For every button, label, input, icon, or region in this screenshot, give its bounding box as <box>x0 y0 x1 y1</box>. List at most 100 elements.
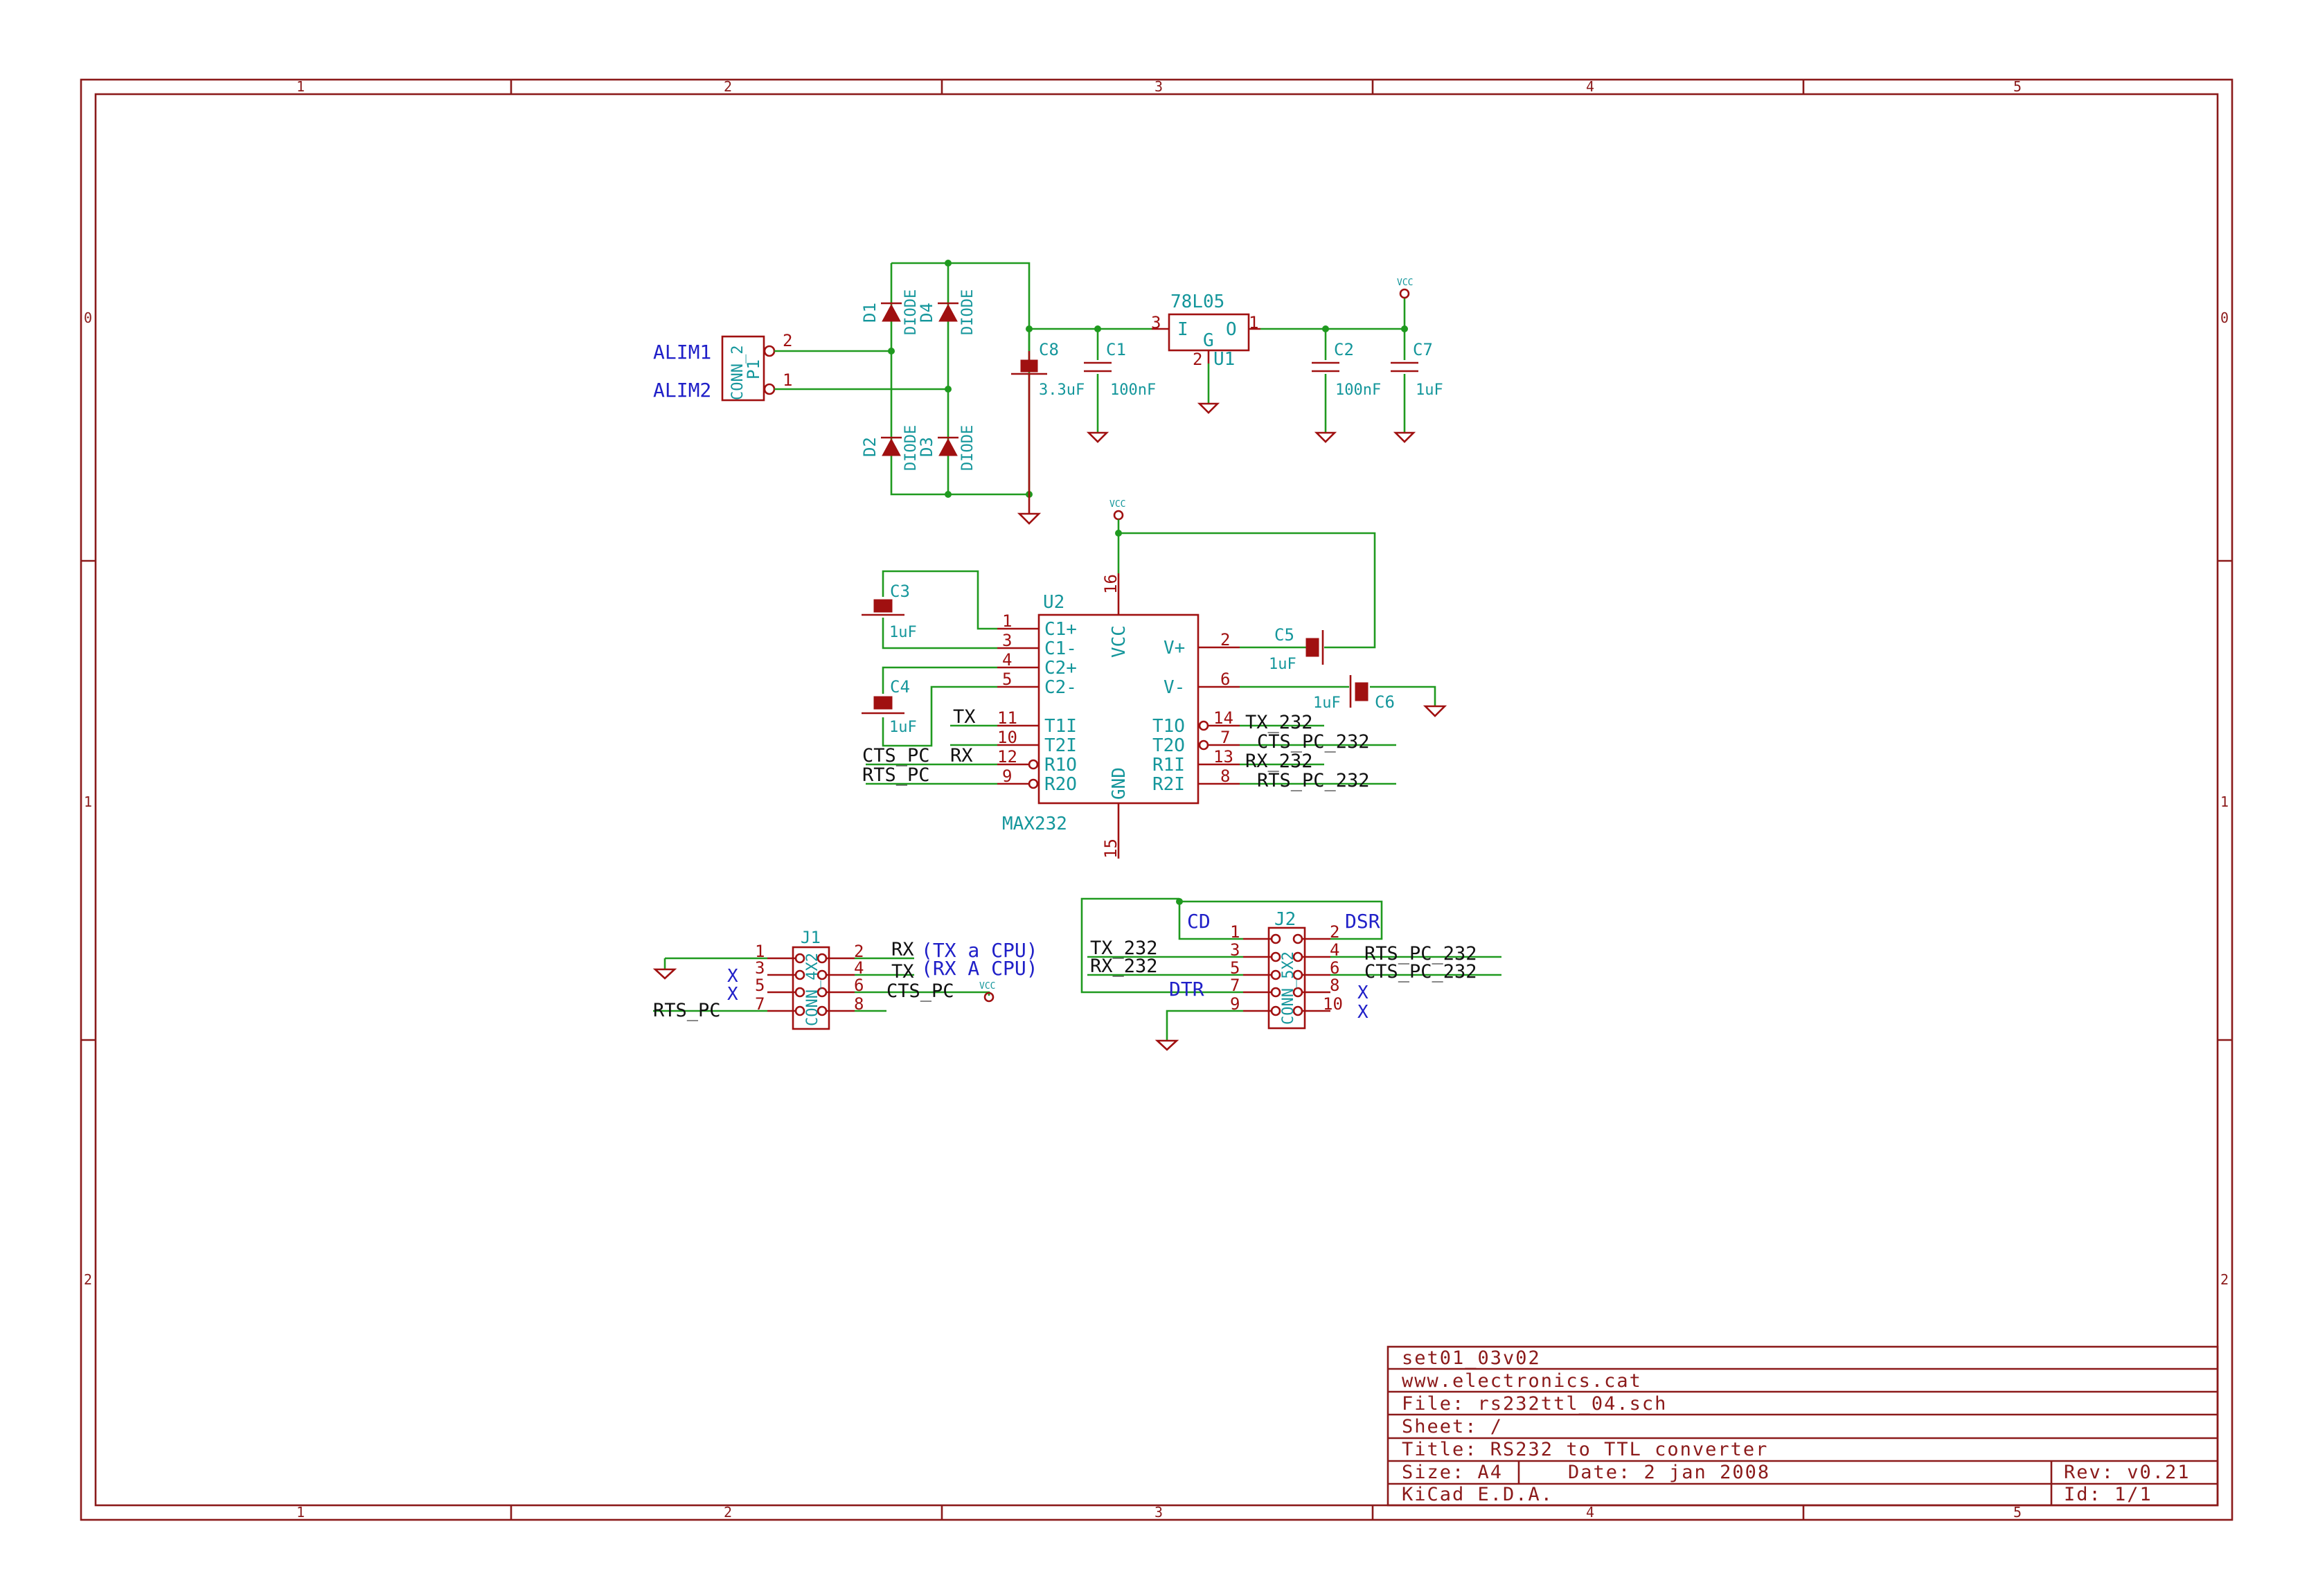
u2-ref: U2 <box>1043 592 1064 613</box>
c7-value: 1uF <box>1416 382 1443 399</box>
connector-j2-section: J2 CONN_5X2 1 3 5 7 9 2 4 6 8 10 CD DSR … <box>1080 897 1501 1051</box>
input-label-alim1: ALIM1 <box>653 341 711 364</box>
j2-net-tx-232: TX_232 <box>1090 938 1158 959</box>
row-label-left: 2 <box>84 1271 92 1288</box>
ground-symbol <box>1423 705 1447 717</box>
vcc-power-flag: VCC <box>979 981 995 1003</box>
c4-value: 1uF <box>889 719 917 736</box>
regulator-u1: 78L05 U1 3 1 2 I G O <box>1151 292 1260 370</box>
p1-pin-number: 2 <box>783 331 792 350</box>
j1-no-connect: X <box>727 984 738 1005</box>
net-label-tx: TX <box>953 706 976 728</box>
j2-right-pin-number: 6 <box>1330 958 1339 978</box>
j1-note-rx-to-cpu: (RX A CPU) <box>921 957 1038 980</box>
d4-ref: D4 <box>917 303 936 323</box>
regulator-pin-number: 2 <box>1193 350 1202 369</box>
j2-left-pin-number: 5 <box>1230 958 1240 978</box>
connector-j2: J2 CONN_5X2 1 3 5 7 9 2 4 6 8 10 <box>1230 909 1343 1030</box>
p1-value: CONN_2 <box>729 346 747 400</box>
d2-ref: D2 <box>860 437 880 457</box>
j2-label-dtr: DTR <box>1169 978 1204 1001</box>
col-label-bottom: 3 <box>1154 1504 1163 1521</box>
j1-left-pin-number: 1 <box>755 942 765 961</box>
d2-value: DIODE <box>902 425 920 471</box>
diode-d2: D2 DIODE <box>860 425 920 471</box>
vcc-power-flag: VCC <box>1397 278 1413 299</box>
col-label-top: 3 <box>1154 78 1163 95</box>
u2-left-pin-number: 1 <box>1002 611 1012 631</box>
regulator-terminal: G <box>1203 330 1214 351</box>
u2-right-pins: 2 6 14 7 13 8 V+ V- T1O T2O R1I R2I <box>1152 630 1240 795</box>
capacitor-c4: C4 1uF <box>862 666 997 747</box>
revision: Rev: v0.21 <box>2064 1462 2191 1483</box>
net-label-cts-pc: CTS_PC <box>862 745 930 766</box>
u2-right-pin-number: 13 <box>1213 747 1233 766</box>
c4-ref: C4 <box>890 677 910 697</box>
capacitor-c3: C3 1uF <box>862 570 997 649</box>
frame-column-labels: 1 2 3 4 5 1 2 3 4 5 0 1 2 0 1 2 <box>84 78 2229 1521</box>
u2-right-pin-name: T2O <box>1152 735 1185 756</box>
connector-j1: J1 CONN_4X2 1 3 5 7 2 4 6 8 <box>755 928 864 1030</box>
u2-left-pin-name: R1O <box>1044 755 1077 775</box>
sheet-name: Sheet: / <box>1402 1416 1503 1437</box>
company-name: set01_03v02 <box>1402 1347 1541 1369</box>
u2-right-pin-number: 6 <box>1220 670 1230 689</box>
diode-d3: D3 DIODE <box>917 425 977 471</box>
u2-left-pin-number: 11 <box>997 708 1017 728</box>
j2-right-pin-number: 2 <box>1330 922 1339 942</box>
j2-net-cts-pc-232: CTS_PC_232 <box>1364 961 1477 983</box>
net-label-rx: RX <box>950 745 973 766</box>
company-website: www.electronics.cat <box>1402 1370 1642 1392</box>
j1-left-pin-number: 5 <box>755 976 765 995</box>
col-label-bottom: 4 <box>1586 1504 1594 1521</box>
j2-net-rts-pc-232: RTS_PC_232 <box>1364 943 1477 965</box>
c1-ref: C1 <box>1106 340 1126 359</box>
u2-left-pin-name: T2I <box>1044 735 1077 756</box>
row-label-right: 2 <box>2220 1271 2229 1288</box>
c2-value: 100nF <box>1335 382 1381 399</box>
capacitor-c1: C1 100nF <box>1084 329 1156 433</box>
regulator-pin-number: 1 <box>1249 313 1258 332</box>
j1-value: CONN_4X2 <box>804 953 821 1026</box>
u2-right-pin-name: R1I <box>1152 755 1185 775</box>
c8-value: 3.3uF <box>1039 382 1085 399</box>
u2-right-pin-number: 8 <box>1220 766 1230 786</box>
j2-right-pin-number: 10 <box>1323 994 1343 1014</box>
vcc-label: VCC <box>1397 278 1413 288</box>
j2-left-pin-number: 7 <box>1230 976 1240 995</box>
u2-right-pin-name: V- <box>1164 677 1185 698</box>
capacitor-c8: C8 3.3uF <box>1011 340 1085 494</box>
schematic-title: Title: RS232 to TTL converter <box>1402 1439 1768 1460</box>
tool-name: KiCad E.D.A. <box>1402 1484 1553 1505</box>
ground-symbol <box>1017 494 1042 525</box>
u2-left-pin-number: 5 <box>1002 670 1012 689</box>
j2-ref: J2 <box>1274 909 1296 930</box>
d1-value: DIODE <box>902 289 920 335</box>
j1-ref: J1 <box>801 928 821 947</box>
capacitor-c5: C5 1uF <box>1240 625 1324 673</box>
row-label-right: 0 <box>2220 310 2229 326</box>
net-label-cts-pc-232: CTS_PC_232 <box>1257 731 1370 753</box>
net-label-rts-pc-232: RTS_PC_232 <box>1257 770 1370 791</box>
sheet-size: Size: A4 <box>1402 1462 1503 1483</box>
col-label-top: 4 <box>1586 78 1594 95</box>
j1-right-pin-number: 2 <box>854 942 864 961</box>
u2-left-pin-number: 10 <box>997 728 1017 747</box>
u2-left-pin-name: C2- <box>1044 677 1077 698</box>
row-label-right: 1 <box>2220 793 2229 810</box>
d3-value: DIODE <box>959 425 977 471</box>
u2-left-pin-name: C1+ <box>1044 619 1077 640</box>
u2-right-pin-name: T1O <box>1152 716 1185 737</box>
sheet-frame <box>80 78 2234 1521</box>
u2-right-pin-number: 2 <box>1220 630 1230 649</box>
c3-ref: C3 <box>890 582 910 601</box>
j2-no-connect: X <box>1357 983 1369 1003</box>
row-label-left: 0 <box>84 310 92 326</box>
col-label-bottom: 5 <box>2013 1504 2022 1521</box>
net-label-rx-232: RX_232 <box>1245 751 1313 772</box>
net-label-tx-232: TX_232 <box>1245 712 1313 733</box>
regulator-ref: U1 <box>1213 349 1235 370</box>
col-label-bottom: 2 <box>724 1504 732 1521</box>
ground-symbol <box>1393 431 1416 443</box>
